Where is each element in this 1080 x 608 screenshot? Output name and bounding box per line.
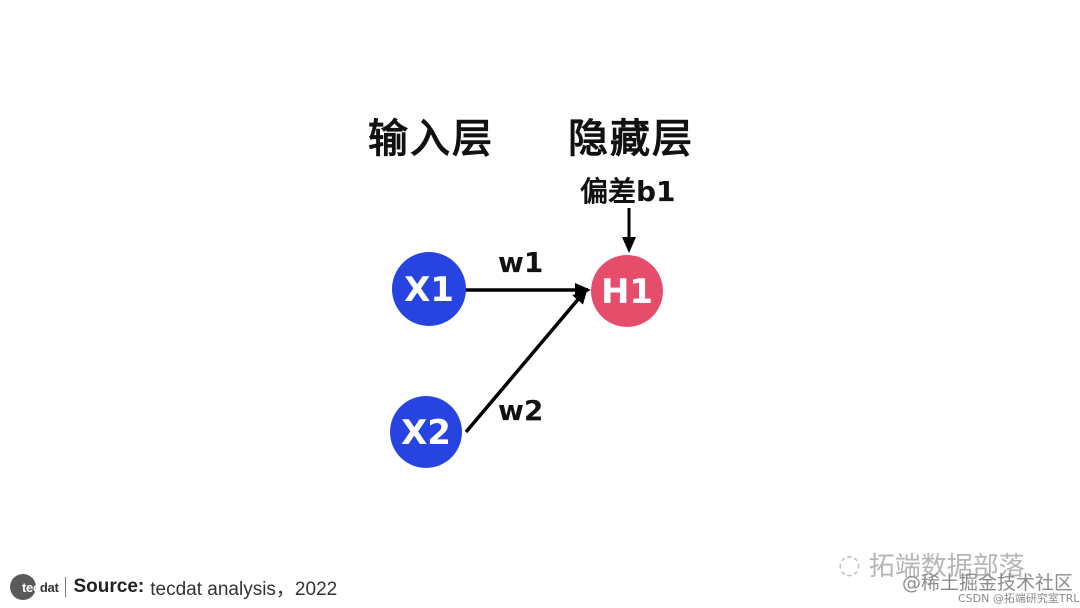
wechat-watermark: ◌ 拓端数据部落 bbox=[838, 546, 1025, 583]
source-label: Source: bbox=[73, 576, 145, 597]
node-x1-label: X1 bbox=[404, 270, 454, 310]
weight-w2-label: w2 bbox=[498, 394, 543, 427]
wechat-watermark-text: 拓端数据部落 bbox=[868, 552, 1025, 582]
tecdat-logo bbox=[10, 574, 36, 600]
hidden-layer-title: 隐藏层 bbox=[568, 116, 694, 162]
node-h1: H1 bbox=[591, 255, 663, 327]
node-x2: X2 bbox=[390, 396, 462, 468]
w2-arrow bbox=[464, 287, 588, 434]
source-text: tecdat analysis，2022 bbox=[150, 578, 338, 600]
logo-dat-text: dat bbox=[39, 579, 59, 595]
wechat-icon: ◌ bbox=[838, 549, 861, 580]
csdn-watermark: CSDN @拓端研究室TRL bbox=[958, 592, 1080, 605]
node-h1-circle bbox=[591, 255, 663, 327]
node-x1: X1 bbox=[392, 252, 466, 326]
node-x2-circle bbox=[390, 396, 462, 468]
node-x1-circle bbox=[392, 252, 466, 326]
source-footer: tecdat Source: tecdat analysis，2022 bbox=[10, 572, 337, 602]
tecdat-logo-text: tecdat bbox=[22, 580, 59, 595]
logo-tec-text: tec bbox=[22, 579, 40, 595]
juejin-watermark: @稀土掘金技术社区 bbox=[902, 572, 1074, 594]
bias-label: 偏差b1 bbox=[580, 175, 676, 208]
weight-w1-label: w1 bbox=[498, 246, 543, 279]
input-layer-title: 输入层 bbox=[368, 116, 494, 162]
footer-divider bbox=[64, 577, 66, 597]
node-h1-label: H1 bbox=[601, 272, 653, 312]
node-x2-label: X2 bbox=[401, 413, 451, 453]
